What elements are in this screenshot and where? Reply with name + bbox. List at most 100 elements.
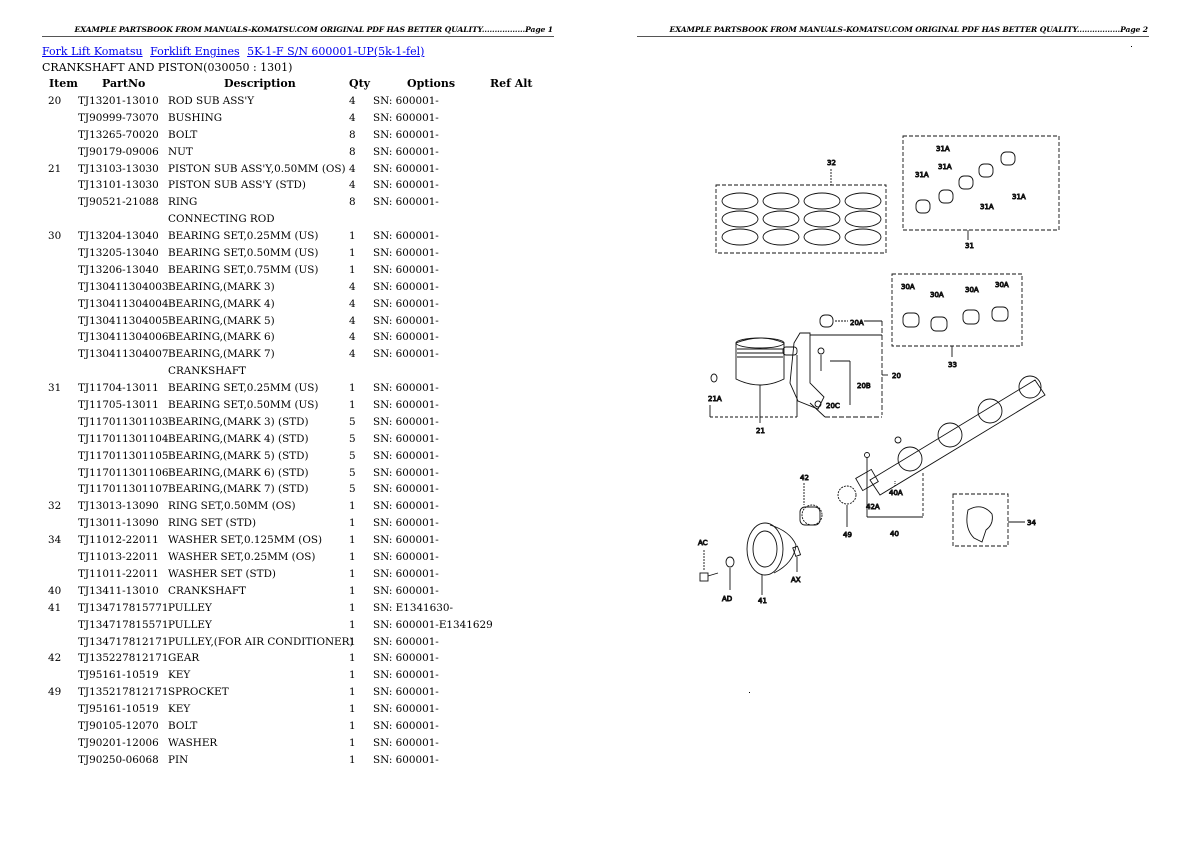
gear-and-sprocket: 42 49 — [799, 474, 857, 539]
svg-text:20B: 20B — [857, 382, 871, 390]
quantity: 1 — [349, 247, 356, 260]
quantity: 1 — [349, 618, 356, 631]
part-description: BEARING,(MARK 7) — [168, 348, 275, 361]
part-description: BEARING SET,0.75MM (US) — [168, 263, 319, 276]
options-serial: SN: 600001- — [373, 399, 439, 412]
part-description: PIN — [168, 753, 189, 766]
table-row: CONNECTING ROD — [0, 212, 595, 229]
col-header-refalt: Ref Alt — [490, 77, 533, 90]
part-description: CRANKSHAFT — [168, 584, 246, 597]
svg-text:30A: 30A — [965, 286, 979, 294]
part-description: PISTON SUB ASS'Y,0.50MM (OS) — [168, 162, 346, 175]
item-number: 32 — [48, 500, 62, 513]
part-description: BEARING,(MARK 6) (STD) — [168, 466, 309, 479]
item-number: 34 — [48, 534, 62, 547]
svg-text:41: 41 — [758, 597, 767, 605]
options-serial: SN: 600001- — [373, 280, 439, 293]
part-description: CRANKSHAFT — [168, 365, 246, 378]
svg-text:20: 20 — [892, 372, 901, 380]
quantity: 1 — [349, 719, 356, 732]
quantity: 1 — [349, 703, 356, 716]
part-number: TJ13411-13010 — [78, 584, 159, 597]
quantity: 1 — [349, 584, 356, 597]
part-description: BEARING SET,0.50MM (US) — [168, 399, 319, 412]
part-description: KEY — [168, 669, 191, 682]
part-number: TJ11013-22011 — [78, 551, 159, 564]
part-description: RING SET,0.50MM (OS) — [168, 500, 296, 513]
quantity: 1 — [349, 500, 356, 513]
part-number: TJ13204-13040 — [78, 230, 159, 243]
options-serial: SN: 600001- — [373, 517, 439, 530]
part-description: WASHER SET,0.125MM (OS) — [168, 534, 323, 547]
part-description: BEARING,(MARK 3) — [168, 280, 275, 293]
connecting-rod: 20A 20 20B 20C — [789, 314, 901, 418]
part-description: BOLT — [168, 128, 198, 141]
breadcrumb-link-model[interactable]: 5K-1-F S/N 600001-UP(5k-1-fel) — [247, 45, 425, 58]
svg-text:AX: AX — [791, 576, 801, 584]
part-number: TJ95161-10519 — [78, 669, 159, 682]
part-number: TJ117011301104 — [78, 432, 169, 445]
part-description: PULLEY — [168, 601, 212, 614]
options-serial: SN: 600001- — [373, 686, 439, 699]
part-number: TJ117011301103 — [78, 415, 169, 428]
quantity: 1 — [349, 517, 356, 530]
col-header-description: Description — [224, 77, 296, 90]
part-description: RING SET (STD) — [168, 517, 257, 530]
part-description: BEARING SET,0.50MM (US) — [168, 247, 319, 260]
thrust-washer-group: 34 — [952, 493, 1037, 547]
options-serial: SN: 600001- — [373, 230, 439, 243]
options-serial: SN: 600001- — [373, 247, 439, 260]
part-number: TJ90201-12006 — [78, 736, 159, 749]
part-number: TJ130411304005 — [78, 314, 169, 327]
page-1: EXAMPLE PARTSBOOK FROM MANUALS-KOMATSU.C… — [0, 25, 595, 770]
options-serial: SN: 600001- — [373, 483, 439, 496]
svg-text:31: 31 — [965, 242, 974, 250]
part-description: ROD SUB ASS'Y — [168, 95, 255, 107]
part-description: BEARING,(MARK 4) (STD) — [168, 432, 309, 445]
options-serial: SN: 600001- — [373, 382, 439, 395]
part-description: KEY — [168, 703, 191, 716]
part-number: TJ90179-09006 — [78, 145, 159, 158]
part-number: TJ13011-13090 — [78, 517, 159, 530]
breadcrumb-link-category[interactable]: Forklift Engines — [150, 45, 240, 58]
part-number: TJ13205-13040 — [78, 247, 159, 260]
item-number: 41 — [48, 601, 62, 614]
crankshaft: 42A 40A 40 — [855, 375, 1046, 538]
part-description: BEARING,(MARK 7) (STD) — [168, 483, 309, 496]
part-description: SPROCKET — [168, 686, 229, 699]
options-serial: SN: 600001- — [373, 432, 439, 445]
svg-text:40: 40 — [890, 530, 899, 538]
part-description: BOLT — [168, 719, 198, 732]
item-number: 21 — [48, 162, 62, 175]
breadcrumb-link-brand[interactable]: Fork Lift Komatsu — [42, 45, 143, 58]
page-header: EXAMPLE PARTSBOOK FROM MANUALS-KOMATSU.C… — [74, 25, 554, 34]
svg-text:34: 34 — [1027, 519, 1036, 527]
piston: 21 21A — [708, 337, 798, 435]
part-number: TJ11705-13011 — [78, 399, 159, 412]
svg-text:21A: 21A — [708, 395, 722, 403]
table-row: TJ13011-13090 RING SET (STD) 1 SN: 600001- — [0, 516, 595, 533]
table-row: TJ13205-13040 BEARING SET,0.50MM (US) 1 SN:… — [0, 246, 595, 263]
quantity: 1 — [349, 382, 356, 395]
header-rule — [42, 36, 554, 37]
